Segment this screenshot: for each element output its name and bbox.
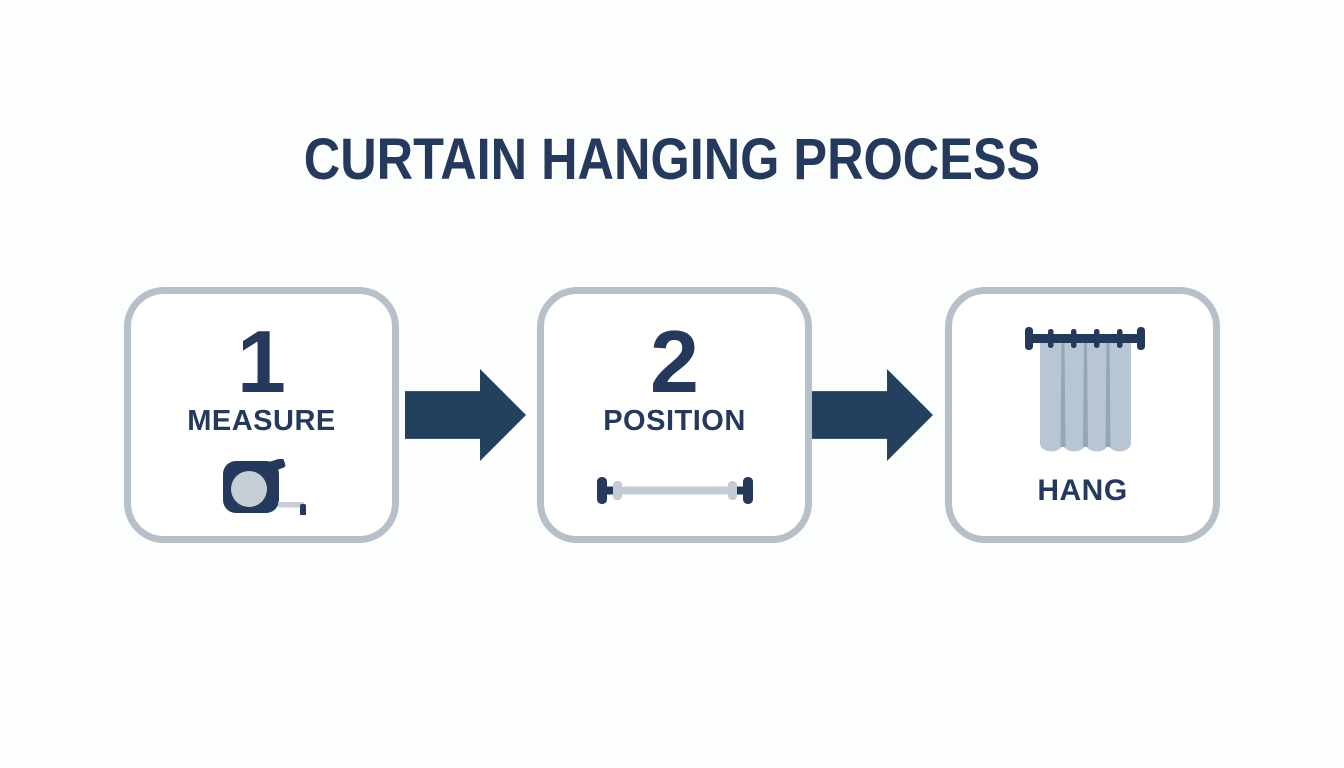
hanging-curtain-icon [1025,327,1145,452]
tape-measure-icon [223,459,306,515]
step-label: MEASURE [187,405,336,437]
step-card-position: 2 POSITION [537,287,812,543]
step-number: 1 [237,312,286,411]
step-label: POSITION [603,405,746,437]
arrow-right-icon [812,369,933,461]
step-number: 2 [650,312,699,411]
step-label: HANG [1037,474,1128,507]
curtain-rod-icon [597,477,753,504]
arrow-right-icon [405,369,526,461]
step-card-hang: HANG [945,287,1220,543]
step-card-measure: 1 MEASURE [124,287,399,543]
page-title: CURTAIN HANGING PROCESS [303,127,1041,192]
